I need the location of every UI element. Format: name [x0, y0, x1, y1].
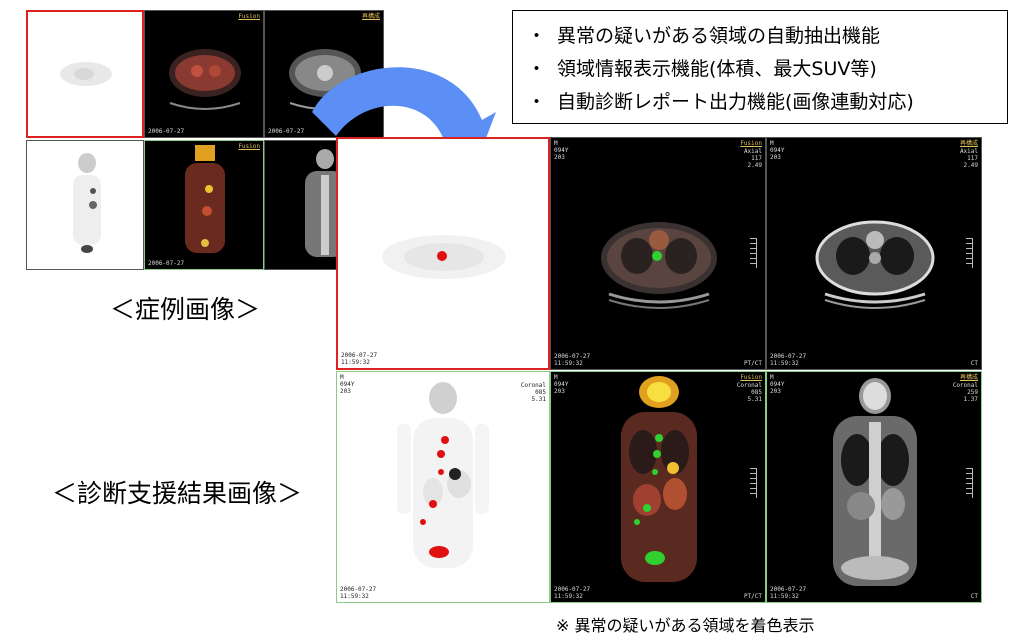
feature-item: ・異常の疑いがある領域の自動抽出機能	[527, 21, 880, 48]
view-info: Coronal 085 5.31	[520, 382, 546, 403]
date-time-label: 2006-07-27 11:59:32	[554, 353, 591, 367]
coronal-ct-panel[interactable]: 再構成 Coronal 259 1.37 M 094Y 203 2006-07-…	[766, 371, 982, 603]
feature-text: 領域情報表示機能(体積、最大SUV等)	[557, 58, 877, 80]
fusion-axial-thumbnail	[169, 49, 241, 110]
case-image-caption: ＜症例画像＞	[110, 295, 261, 324]
feature-text: 異常の疑いがある領域の自動抽出機能	[557, 25, 881, 47]
case-coronal-fusion-panel[interactable]: Fusion 2006-07-27	[144, 140, 264, 270]
case-axial-pet-panel[interactable]	[26, 10, 144, 138]
modality-label: PT/CT	[743, 360, 762, 367]
date-time-label: 2006-07-27 11:59:32	[554, 586, 591, 600]
feature-list-box: ・異常の疑いがある領域の自動抽出機能 ・領域情報表示機能(体積、最大SUV等) …	[512, 10, 1008, 124]
axial-ct-panel[interactable]: 再構成 Axial 117 2.49 M 094Y 203 2006-07-27…	[766, 137, 982, 370]
feature-text: 自動診断レポート出力機能(画像連動対応)	[557, 91, 914, 113]
view-info: Axial 117 2.49	[743, 148, 762, 169]
date-time-label: 2006-07-27 11:59:32	[341, 352, 378, 366]
view-info: Coronal 085 5.31	[736, 382, 762, 403]
fusion-label[interactable]: Fusion	[238, 13, 260, 20]
case-axial-fusion-panel[interactable]: Fusion 2006-07-27	[144, 10, 264, 138]
fusion-coronal-image	[621, 376, 697, 582]
axial-pet-panel[interactable]: 2006-07-27 11:59:32	[336, 137, 550, 370]
scale-ruler	[750, 238, 757, 268]
date-label: 2006-07-27	[148, 260, 185, 267]
date-time-label: 2006-07-27 11:59:32	[770, 353, 807, 367]
bullet: ・	[527, 25, 547, 47]
fusion-coronal-thumbnail	[185, 145, 225, 253]
axial-fusion-panel[interactable]: Fusion Axial 117 2.49 M 094Y 203 2006-07…	[550, 137, 766, 370]
highlight-note: ※ 異常の疑いがある領域を着色表示	[556, 616, 815, 635]
modality-label: PT/CT	[743, 593, 762, 600]
feature-item: ・自動診断レポート出力機能(画像連動対応)	[527, 87, 914, 114]
date-time-label: 2006-07-27 11:59:32	[340, 586, 377, 600]
patient-info: M 094Y 203	[770, 140, 785, 161]
modality-label: CT	[970, 593, 978, 600]
reconstruction-label[interactable]: 再構成	[959, 374, 978, 381]
feature-item: ・領域情報表示機能(体積、最大SUV等)	[527, 54, 877, 81]
date-label: 2006-07-27	[268, 128, 305, 135]
modality-label: CT	[970, 360, 978, 367]
patient-info: M 094Y 203	[770, 374, 785, 395]
case-coronal-pet-panel[interactable]	[26, 140, 144, 270]
pet-coronal-image	[397, 382, 489, 568]
result-image-caption: ＜診断支援結果画像＞	[52, 479, 303, 508]
scale-ruler	[966, 468, 973, 498]
patient-info: M 094Y 203	[340, 374, 355, 395]
reconstruction-label[interactable]: 再構成	[361, 13, 380, 20]
fusion-label[interactable]: Fusion	[238, 143, 260, 150]
view-info: Coronal 259 1.37	[952, 382, 978, 403]
pet-coronal-thumbnail	[73, 153, 101, 253]
coronal-fusion-panel[interactable]: Fusion Coronal 085 5.31 M 094Y 203 2006-…	[550, 371, 766, 603]
pet-axial-thumbnail	[60, 62, 112, 86]
fusion-axial-image	[601, 222, 717, 309]
ct-coronal-thumbnail	[305, 149, 345, 257]
fusion-label[interactable]: Fusion	[740, 140, 762, 147]
ct-coronal-image	[833, 378, 917, 586]
fusion-label[interactable]: Fusion	[740, 374, 762, 381]
scale-ruler	[966, 238, 973, 268]
result-image-grid: 2006-07-27 11:59:32 Fusion Axial 117 2.4…	[336, 137, 982, 603]
bullet: ・	[527, 91, 547, 113]
date-label: 2006-07-27	[148, 128, 185, 135]
scale-ruler	[750, 468, 757, 498]
date-time-label: 2006-07-27 11:59:32	[770, 586, 807, 600]
bullet: ・	[527, 58, 547, 80]
patient-info: M 094Y 203	[554, 374, 569, 395]
ct-axial-image	[815, 220, 935, 309]
reconstruction-label[interactable]: 再構成	[959, 140, 978, 147]
view-info: Axial 117 2.49	[959, 148, 978, 169]
coronal-pet-panel[interactable]: Coronal 085 5.31 M 094Y 203 2006-07-27 1…	[336, 371, 550, 603]
patient-info: M 094Y 203	[554, 140, 569, 161]
pet-axial-image	[382, 235, 506, 279]
